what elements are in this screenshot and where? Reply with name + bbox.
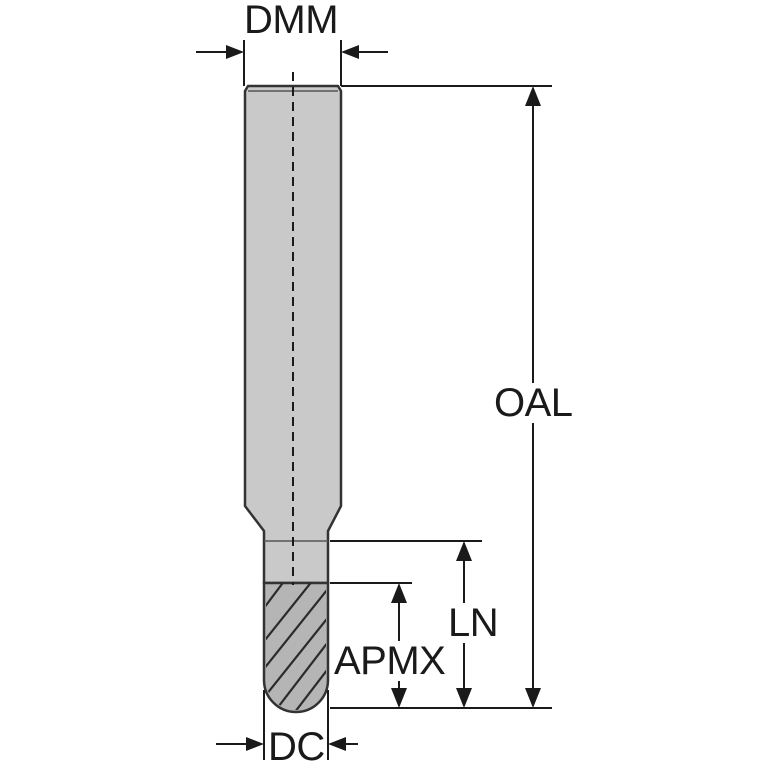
oal-label: OAL — [492, 381, 575, 425]
dmm-label: DMM — [244, 0, 339, 42]
flute-hatching — [266, 583, 326, 710]
cutting-head — [262, 581, 330, 714]
apmx-label: APMX — [332, 639, 448, 683]
tool-body — [243, 72, 343, 714]
dc-label: DC — [268, 725, 325, 769]
dc-dimension — [216, 690, 358, 760]
ln-label: LN — [446, 601, 501, 645]
dmm-dimension — [196, 40, 388, 86]
